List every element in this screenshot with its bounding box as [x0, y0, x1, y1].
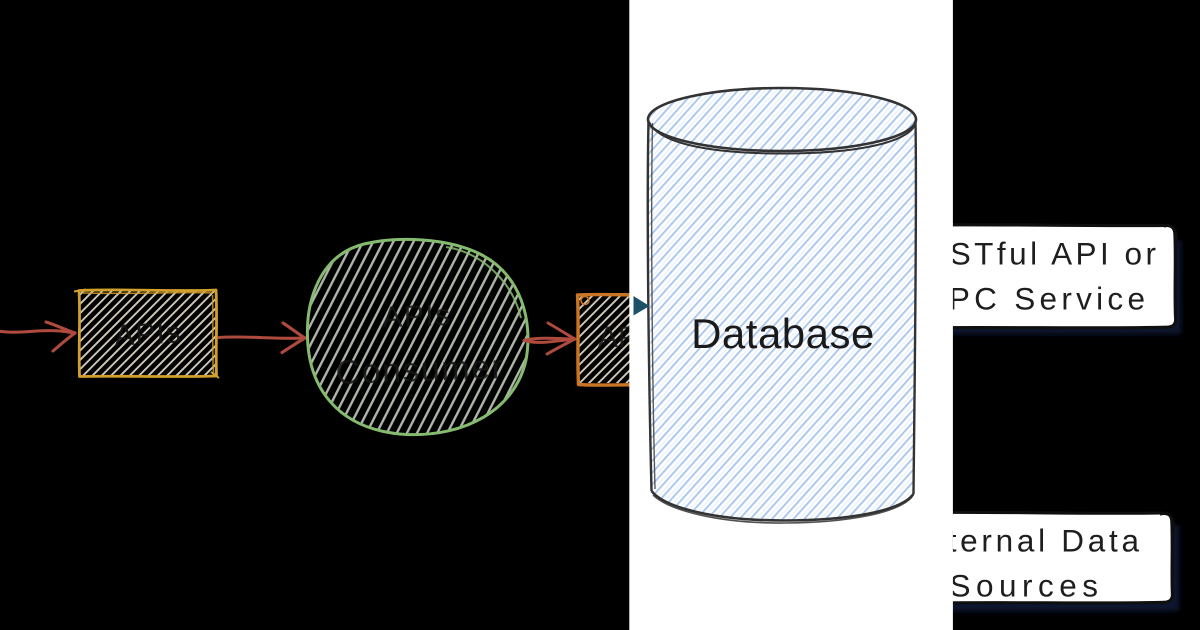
svg-text:APIs: APIs: [114, 316, 183, 352]
svg-text:Consumer: Consumer: [335, 348, 505, 392]
svg-text:Database: Database: [691, 310, 875, 357]
svg-text:APIs: APIs: [382, 299, 452, 334]
